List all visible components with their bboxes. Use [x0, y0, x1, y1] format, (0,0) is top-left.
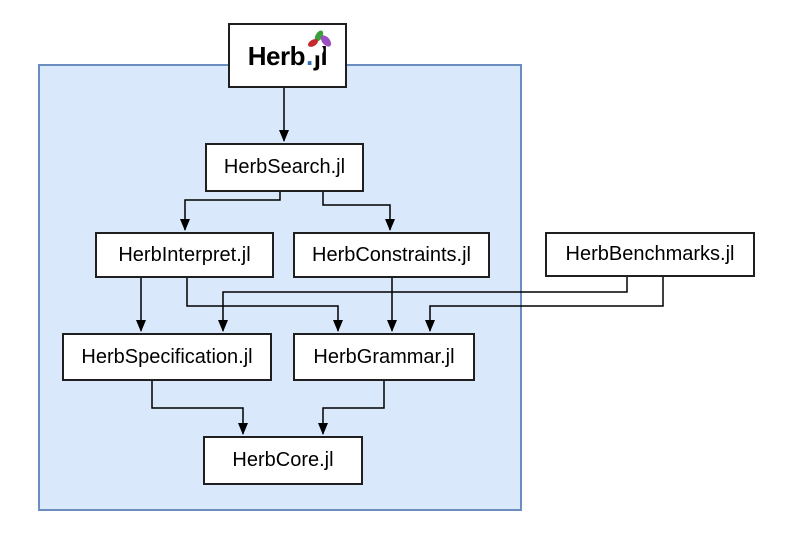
node-herbcore: HerbCore.jl: [203, 436, 363, 485]
edge-search-to-interpret: [180, 192, 281, 231]
edge-benchmarks-to-grammar: [425, 277, 664, 332]
logo-text-herb: Herb: [247, 40, 306, 71]
edge-benchmarks-to-specification: [218, 277, 628, 332]
node-herb-logo: Herb.jl: [228, 23, 347, 88]
node-herbsearch: HerbSearch.jl: [205, 143, 364, 192]
logo-text-jl: jl: [307, 30, 331, 69]
edge-search-to-constraints: [322, 192, 395, 231]
edge-specification-to-core: [151, 381, 248, 435]
edge-interpret-to-grammar: [186, 278, 343, 332]
logo-text: Herb.jl: [247, 30, 331, 71]
node-herbspecification: HerbSpecification.jl: [62, 333, 272, 381]
node-herbgrammar: HerbGrammar.jl: [293, 333, 475, 381]
edge-grammar-to-core: [318, 381, 385, 435]
node-herbconstraints: HerbConstraints.jl: [293, 232, 490, 278]
node-herbbenchmarks: HerbBenchmarks.jl: [545, 232, 755, 277]
node-herbinterpret: HerbInterpret.jl: [95, 232, 274, 278]
leaf-cluster-icon: [307, 30, 331, 55]
logo-dot: .: [306, 40, 313, 71]
